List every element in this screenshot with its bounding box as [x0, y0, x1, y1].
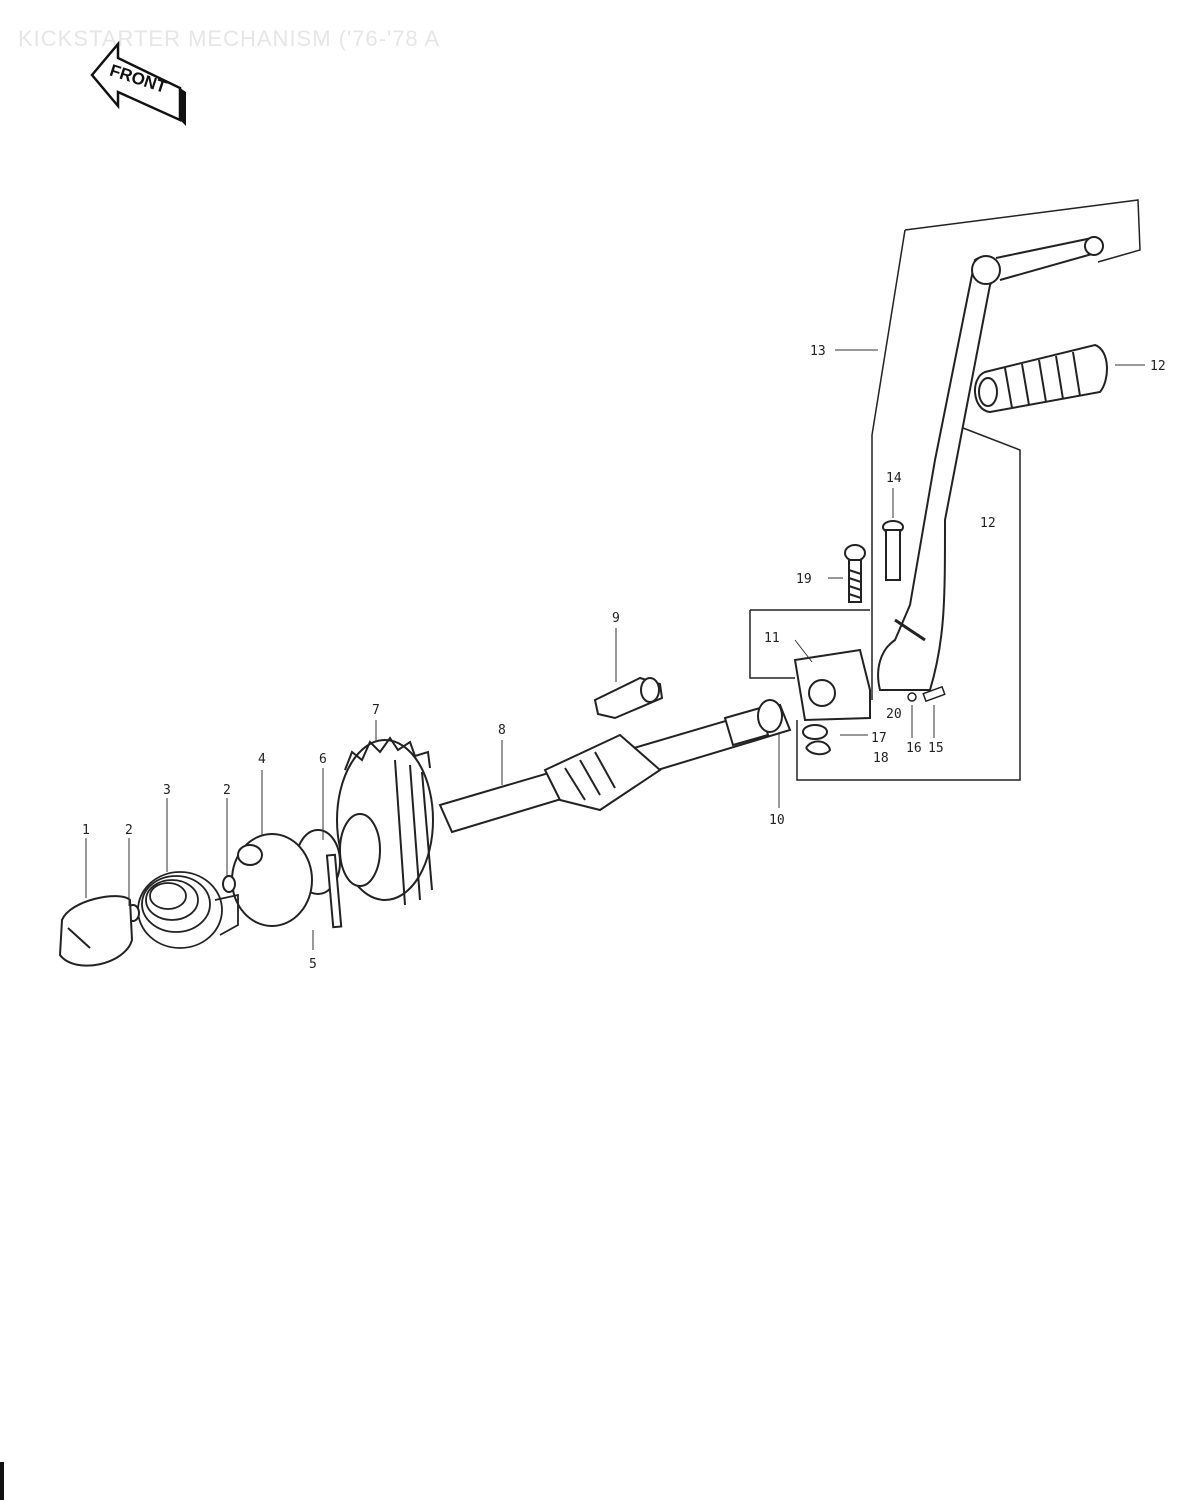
callout-17: 17: [871, 731, 887, 746]
kick-gear: [336, 736, 434, 906]
callout-4: 4: [258, 752, 266, 767]
callout-10: 10: [769, 813, 785, 828]
kick-spring: [137, 871, 239, 949]
collar-10: [757, 699, 783, 733]
callout-1: 1: [82, 823, 90, 838]
callout-12a: 12: [980, 516, 996, 531]
kick-pedal-outline: [749, 199, 1141, 781]
page-title: KICKSTARTER MECHANISM ('76-'78 A: [18, 26, 441, 51]
callout-14: 14: [886, 471, 902, 486]
callout-16: 16: [906, 741, 922, 756]
leader-lines: [85, 349, 1145, 950]
pedal-rubber: [973, 343, 1108, 414]
callout-13: 13: [810, 344, 826, 359]
callout-labels: 1 2 3 2 4 5 6 7 8 9 10 11 12 12 13 14 15…: [82, 344, 1166, 972]
kick-shaft: [438, 703, 792, 834]
cap-1: [58, 895, 134, 967]
front-arrow-icon: FRONT: [90, 40, 186, 126]
circlip-pin: [295, 829, 343, 929]
detent-spring: [907, 685, 946, 703]
pin-14: [882, 520, 904, 581]
callout-15: 15: [928, 741, 944, 756]
callout-3: 3: [163, 783, 171, 798]
bolt-19: [844, 544, 866, 603]
washer-circlip: [802, 724, 832, 756]
bolt-9: [593, 676, 664, 720]
callout-19: 19: [796, 572, 812, 587]
callout-8: 8: [498, 723, 506, 738]
callout-12b: 12: [1150, 359, 1166, 374]
callout-9: 9: [612, 611, 620, 626]
kick-pedal-arm: [877, 236, 1104, 691]
page-edge-mark: [0, 1462, 4, 1500]
callout-6: 6: [319, 752, 327, 767]
clamp-block: [793, 648, 871, 722]
washer-2-upper: [222, 875, 236, 893]
callout-18: 18: [873, 751, 889, 766]
callout-20: 20: [886, 707, 902, 722]
callout-11: 11: [764, 631, 780, 646]
spring-holder: [231, 833, 313, 927]
callout-2b: 2: [223, 783, 231, 798]
callout-5: 5: [309, 957, 317, 972]
callout-7: 7: [372, 703, 380, 718]
callout-2a: 2: [125, 823, 133, 838]
